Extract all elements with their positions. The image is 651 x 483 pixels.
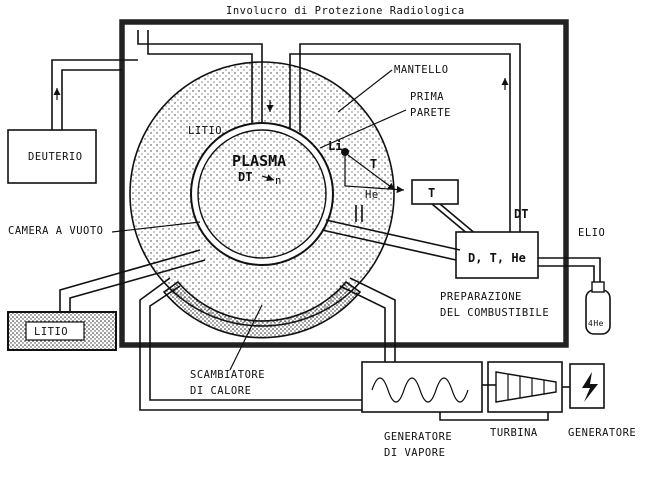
steam-generator-label: GENERATORE DI VAPORE	[384, 431, 459, 459]
condensate-loop	[439, 412, 549, 421]
heat-exchanger: SCAMBIATORE DI CALORE	[139, 277, 396, 411]
top-feed-pipes	[137, 30, 521, 232]
generator-label: GENERATORE	[568, 427, 636, 439]
electric-generator: GENERATORE	[562, 363, 636, 439]
heat-exchanger-label: SCAMBIATORE DI CALORE	[190, 369, 272, 397]
lithium-return-pipe	[59, 249, 201, 312]
helium-out-label: ELIO	[578, 227, 605, 239]
li-label: Li	[328, 139, 342, 153]
fuel-prep-label: PREPARAZIONE DEL COMBUSTIBILE	[440, 291, 549, 319]
mantle-label: MANTELLO	[394, 64, 449, 76]
he-bottle-label: 4He	[588, 319, 604, 328]
plasma-label: PLASMA	[232, 152, 286, 170]
helium-bottle: 4He	[585, 281, 611, 335]
containment-label: Involucro di Protezione Radiologica	[226, 5, 465, 17]
tritium-box-label: T	[428, 186, 435, 200]
tritium-arrow-label: T	[370, 157, 377, 171]
fuel-prep-box: D, T, He DT PREPARAZIONE DEL COMBUSTIBIL…	[321, 207, 605, 319]
mantle-leader	[337, 69, 393, 113]
steam-generator: GENERATORE DI VAPORE	[361, 361, 483, 459]
vacuum-leader	[111, 221, 201, 233]
turbine-label: TURBINA	[490, 427, 538, 439]
lithium-tank-label: LITIO	[34, 326, 68, 338]
first-wall-leader	[319, 109, 407, 149]
deuterium-box: DEUTERIO	[7, 59, 138, 184]
helium-label: He	[365, 189, 379, 201]
lithium-tank: LITIO	[7, 311, 117, 351]
lithium-blanket-label: LITIO	[188, 125, 222, 137]
neutron-label: n	[275, 175, 282, 187]
fuel-box-label: D, T, He	[468, 251, 526, 265]
plasma-chamber: PLASMA DT n	[190, 122, 334, 266]
first-wall-label: PRIMA PARETE	[410, 91, 451, 119]
turbine: TURBINA	[482, 361, 563, 439]
vacuum-chamber-label: CAMERA A VUOTO	[8, 225, 104, 237]
deuterium-label: DEUTERIO	[28, 151, 83, 163]
containment-envelope: Involucro di Protezione Radiologica	[119, 5, 569, 348]
dt-feed-label: DT	[514, 207, 528, 221]
tritium-extraction: Li T He T	[328, 139, 484, 241]
plasma-dt-label: DT	[238, 170, 252, 184]
lightning-bolt-icon	[582, 372, 598, 402]
